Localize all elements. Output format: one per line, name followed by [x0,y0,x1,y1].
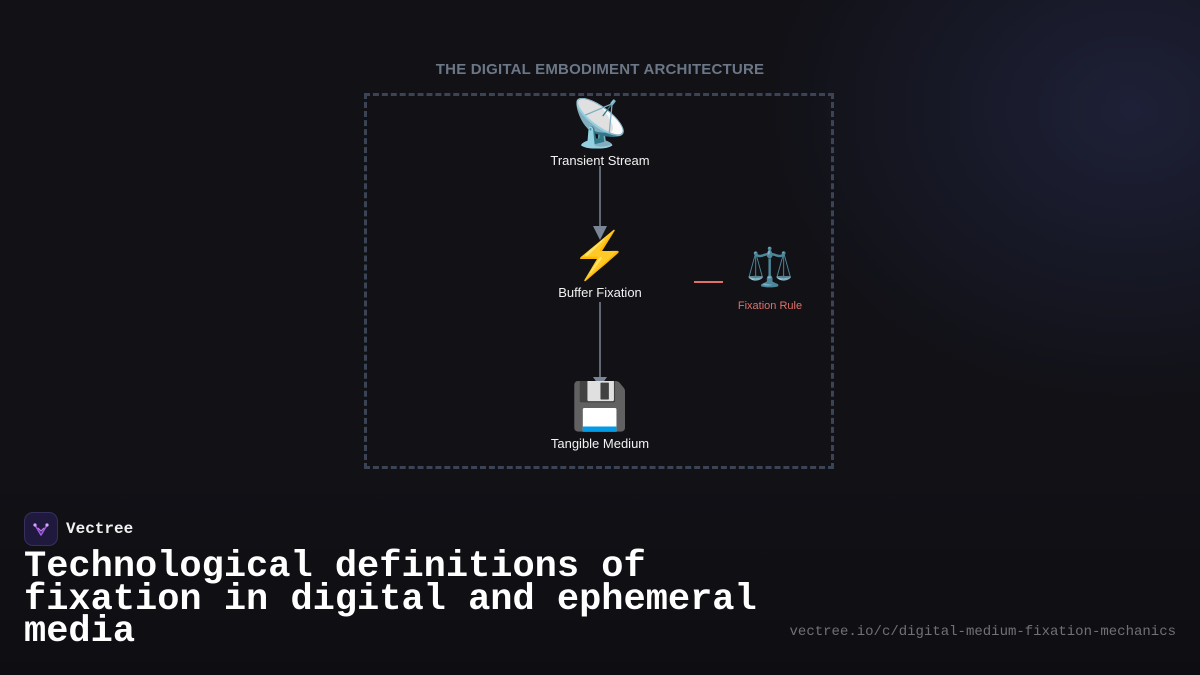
floppy-disk-icon: 💾 [571,380,629,432]
lightning-icon: ⚡ [571,229,629,281]
node-label: Tangible Medium [550,436,650,451]
node-label: Transient Stream [550,153,650,168]
node-tangible-medium: 💾 Tangible Medium [500,380,700,451]
diagram-title: THE DIGITAL EMBODIMENT ARCHITECTURE [435,61,765,78]
node-buffer-fixation: ⚡ Buffer Fixation [500,229,700,300]
node-label: Fixation Rule [737,300,803,312]
edge-buffer-to-medium-arrowhead [593,377,607,387]
node-label: Buffer Fixation [558,285,642,300]
page-url[interactable]: vectree.io/c/digital-medium-fixation-mec… [789,624,1176,640]
node-fixation-rule: ⚖️ Fixation Rule [700,244,840,312]
vectree-logo-icon [24,512,58,546]
brand[interactable]: Vectree [24,512,133,546]
edge-stream-to-buffer-arrowhead [593,226,607,240]
satellite-antenna-icon: 📡 [571,97,629,149]
page-title: Technological definitions of fixation in… [24,546,757,653]
node-transient-stream: 📡 Transient Stream [500,97,700,168]
balance-scale-icon: ⚖️ [746,247,794,289]
brand-name: Vectree [66,520,134,538]
architecture-frame [364,93,834,469]
